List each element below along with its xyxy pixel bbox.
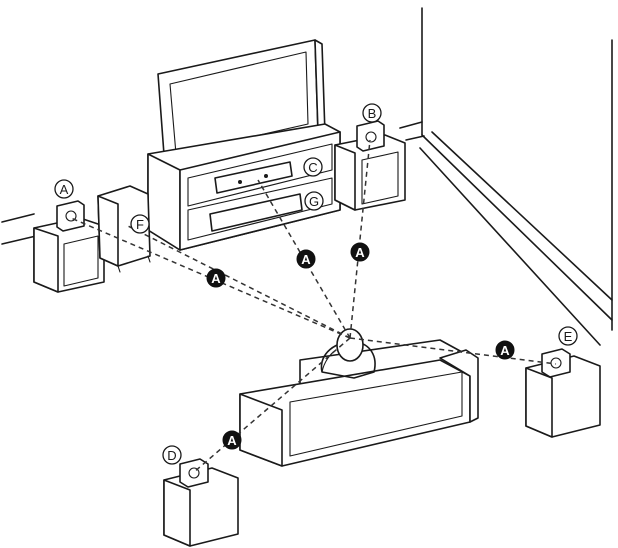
svg-text:A: A [500,343,510,358]
tv-stand [147,123,341,251]
line-to-surround-right [349,337,557,365]
distance-marker-surround-left: A [222,430,242,450]
baseboard-left-bottom [1,235,37,245]
baseboard-left-top [1,213,35,223]
surround-left-speaker-group [163,458,239,547]
distance-marker-surround-right: A [495,340,515,360]
floor-edge-right-3 [419,147,601,346]
floor-edge-right-1 [421,134,613,321]
svg-text:A: A [211,271,221,286]
svg-text:A: A [60,182,69,197]
label-front-left: A [54,179,74,199]
front-left-speaker-group [33,200,105,293]
surround-right-speaker [541,348,571,378]
subwoofer-group [97,185,151,273]
label-surround-right: E [558,326,578,346]
line-to-front-left [70,217,351,339]
surround-left-speaker [179,458,209,488]
svg-text:A: A [301,252,311,267]
distance-marker-front-right: A [350,242,370,262]
room [1,7,613,346]
baseboard-back [399,121,423,129]
surround-right-speaker-group [525,348,601,438]
label-front-right: B [362,103,382,123]
main-unit [209,193,303,232]
label-unit: G [304,191,324,211]
front-right-speaker [356,120,385,152]
label-subwoofer: F [130,214,150,234]
svg-text:B: B [368,106,377,121]
baseboard-back-2 [405,135,425,141]
svg-text:C: C [308,160,317,175]
distance-marker-front-left: A [206,268,226,288]
label-center: C [303,157,323,177]
svg-text:D: D [167,448,176,463]
front-right-speaker-group [334,120,406,211]
sofa [239,339,479,467]
line-to-subwoofer [127,225,351,339]
svg-text:A: A [227,433,237,448]
line-to-surround-left [193,337,351,473]
svg-text:E: E [564,329,573,344]
distance-marker-center: A [296,249,316,269]
svg-text:A: A [355,245,365,260]
front-left-speaker [56,200,85,232]
svg-text:F: F [136,217,144,232]
label-surround-left: D [162,445,182,465]
line-to-front-right [349,139,371,339]
floor-edge-right-2 [431,131,613,301]
svg-text:G: G [309,194,319,209]
center-speaker [214,161,293,194]
